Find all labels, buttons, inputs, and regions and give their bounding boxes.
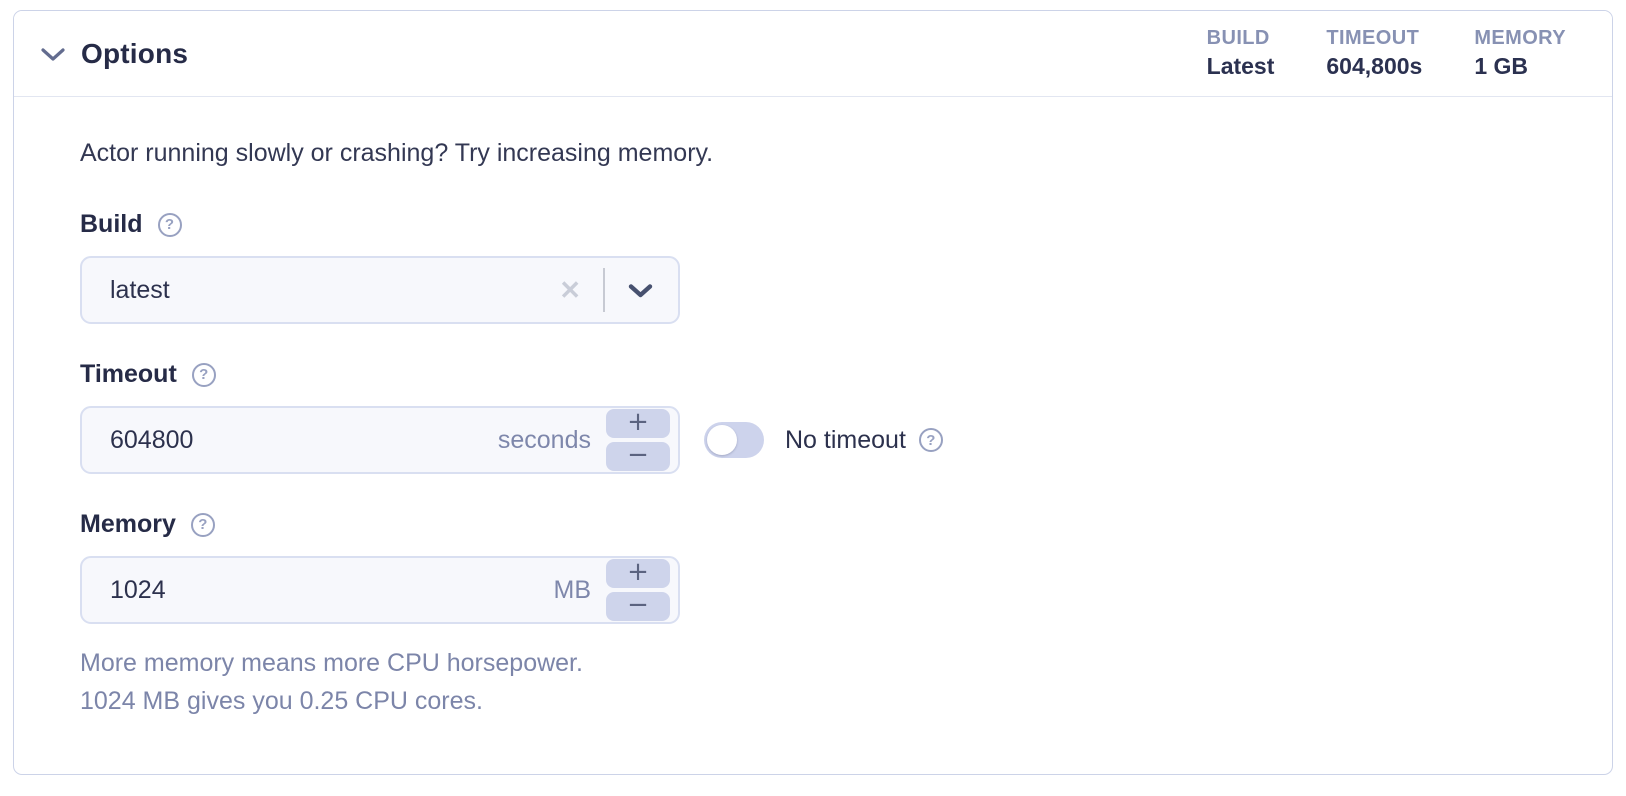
summary-memory: MEMORY 1 GB bbox=[1474, 27, 1566, 80]
timeout-field: Timeout ? seconds + − No timeout bbox=[80, 360, 1546, 474]
build-dropdown-button[interactable] bbox=[623, 282, 658, 299]
collapse-section-button[interactable] bbox=[38, 39, 68, 69]
summary-build: BUILD Latest bbox=[1207, 27, 1275, 80]
toggle-knob bbox=[707, 425, 737, 455]
chevron-down-icon bbox=[40, 46, 66, 62]
memory-help-icon[interactable]: ? bbox=[190, 512, 215, 537]
memory-label: Memory bbox=[80, 510, 176, 538]
summary-timeout-label: TIMEOUT bbox=[1326, 27, 1420, 49]
memory-help-line-1: More memory means more CPU horsepower. bbox=[80, 649, 583, 677]
summary-timeout-value: 604,800s bbox=[1326, 53, 1423, 79]
intro-text: Actor running slowly or crashing? Try in… bbox=[80, 139, 714, 167]
build-help-icon[interactable]: ? bbox=[157, 212, 182, 237]
no-timeout-help-icon[interactable]: ? bbox=[918, 428, 943, 452]
no-timeout-toggle[interactable] bbox=[704, 422, 764, 458]
memory-decrement-button[interactable]: − bbox=[606, 592, 670, 621]
build-label: Build bbox=[80, 210, 143, 238]
summary-memory-label: MEMORY bbox=[1474, 27, 1566, 49]
memory-increment-button[interactable]: + bbox=[606, 559, 670, 588]
memory-field: Memory ? MB + − More memory means more C… bbox=[80, 510, 1546, 720]
timeout-stepper: + − bbox=[606, 409, 670, 471]
memory-input[interactable] bbox=[110, 575, 554, 605]
build-field: Build ? ✕ bbox=[80, 210, 1546, 324]
timeout-help-icon[interactable]: ? bbox=[191, 362, 216, 387]
options-card-header: Options BUILD Latest TIMEOUT 604,800s ME… bbox=[14, 11, 1612, 97]
summary-memory-value: 1 GB bbox=[1474, 53, 1529, 79]
memory-help-text: More memory means more CPU horsepower. 1… bbox=[80, 644, 1546, 720]
summary-timeout: TIMEOUT 604,800s bbox=[1326, 27, 1422, 80]
options-card-body: Actor running slowly or crashing? Try in… bbox=[14, 97, 1612, 720]
build-input[interactable] bbox=[110, 275, 556, 305]
options-card: Options BUILD Latest TIMEOUT 604,800s ME… bbox=[13, 10, 1613, 775]
timeout-label: Timeout bbox=[80, 360, 177, 388]
timeout-increment-button[interactable]: + bbox=[606, 409, 670, 438]
chevron-down-icon bbox=[627, 282, 654, 299]
divider bbox=[603, 268, 605, 312]
timeout-input-box[interactable]: seconds + − bbox=[80, 406, 680, 474]
summary-build-label: BUILD bbox=[1206, 27, 1270, 49]
clear-icon[interactable]: ✕ bbox=[555, 277, 585, 303]
timeout-decrement-button[interactable]: − bbox=[606, 442, 670, 471]
options-summary: BUILD Latest TIMEOUT 604,800s MEMORY 1 G… bbox=[1207, 27, 1566, 80]
memory-stepper: + − bbox=[606, 559, 670, 621]
no-timeout-group: No timeout ? bbox=[704, 422, 943, 458]
memory-help-line-2: 1024 MB gives you 0.25 CPU cores. bbox=[80, 687, 483, 715]
timeout-unit-label: seconds bbox=[497, 425, 591, 454]
timeout-input[interactable] bbox=[110, 425, 498, 455]
build-combobox[interactable]: ✕ bbox=[80, 256, 680, 324]
memory-input-box[interactable]: MB + − bbox=[80, 556, 680, 624]
summary-build-value: Latest bbox=[1206, 53, 1275, 79]
memory-unit-label: MB bbox=[553, 575, 592, 604]
page-title: Options bbox=[81, 37, 189, 69]
no-timeout-label: No timeout bbox=[785, 425, 906, 454]
